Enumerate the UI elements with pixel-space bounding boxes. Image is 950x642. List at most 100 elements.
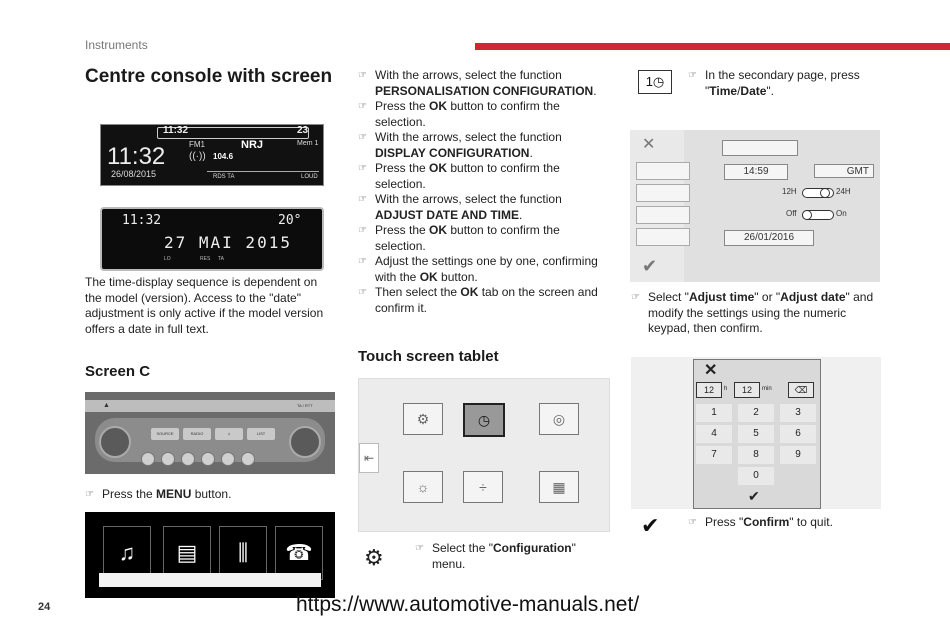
side-slot-2[interactable]: [636, 184, 690, 202]
radio-icon[interactable]: ▤: [163, 526, 211, 580]
confirm-check-icon[interactable]: ✔: [748, 488, 760, 504]
instruction-item: ☞Then select the OK tab on the screen an…: [358, 285, 598, 315]
hours-field[interactable]: 12: [696, 382, 722, 398]
off-label: Off: [786, 209, 797, 218]
station-name: NRJ: [241, 139, 264, 151]
pointer-icon: ☞: [415, 543, 424, 554]
footer-url[interactable]: https://www.automotive-manuals.net/: [296, 593, 640, 616]
source-button[interactable]: SOURCE: [151, 428, 179, 440]
key-1[interactable]: 1: [696, 404, 732, 422]
clock-time: 11:32: [107, 143, 166, 170]
key-7[interactable]: 7: [696, 446, 732, 464]
top-field[interactable]: [722, 140, 798, 156]
side-slot-4[interactable]: [636, 228, 690, 246]
res-label: RES: [200, 256, 211, 262]
preset-button-5[interactable]: [221, 452, 235, 466]
12h-label: 12H: [782, 187, 797, 196]
pointer-icon: ☞: [688, 70, 697, 81]
segment-temp: 20°: [278, 213, 302, 228]
status-time: 11:32: [163, 125, 189, 136]
calculator-icon[interactable]: ÷: [463, 471, 503, 503]
instruction-item: ☞Press the OK button to confirm the sele…: [358, 223, 560, 253]
pointer-icon: ☞: [631, 292, 640, 303]
time-date-icon: 1◷: [638, 70, 672, 94]
close-icon[interactable]: ✕: [704, 362, 718, 379]
timezone-field[interactable]: GMT: [814, 164, 874, 178]
preset-button-6[interactable]: [241, 452, 255, 466]
pointer-icon: ☞: [85, 489, 94, 500]
time-date-screen: ✕ ✔ 14:59 GMT 12H 24H Off On 26/01/2016: [630, 130, 880, 282]
key-6[interactable]: 6: [780, 425, 816, 443]
band-label: FM1: [189, 140, 205, 149]
hour-format-toggle[interactable]: [802, 188, 834, 198]
back-icon[interactable]: ⇤: [359, 443, 379, 473]
radio-button[interactable]: RADIO: [183, 428, 211, 440]
instruction-item: ☞With the arrows, select the function PE…: [358, 68, 597, 98]
on-label: On: [836, 209, 847, 218]
settings-sliders-icon[interactable]: ⫼: [219, 526, 267, 580]
numeric-keypad-screen: ✕ 12 h 12 min ⌫ 1 2 3 4 5 6 7 8 9 0 ✔: [631, 357, 881, 509]
loud-label: LOUD: [301, 174, 318, 180]
ta-label: TA: [218, 256, 225, 262]
time-display-note: The time-display sequence is dependent o…: [85, 275, 324, 336]
screen-c-heading: Screen C: [85, 363, 151, 380]
preset-button-3[interactable]: [181, 452, 195, 466]
key-5[interactable]: 5: [738, 425, 774, 443]
page-title: Centre console with screen: [85, 66, 333, 87]
keypad-frame: ✕ 12 h 12 min ⌫ 1 2 3 4 5 6 7 8 9 0 ✔: [693, 359, 821, 509]
media-icon[interactable]: ♫: [103, 526, 151, 580]
key-8[interactable]: 8: [738, 446, 774, 464]
side-slot-3[interactable]: [636, 206, 690, 224]
section-label: Instruments: [85, 38, 148, 52]
display-icon[interactable]: ☼: [403, 471, 443, 503]
ta-button[interactable]: TA / RTT: [297, 403, 313, 408]
preset-button-4[interactable]: [201, 452, 215, 466]
close-icon[interactable]: ✕: [642, 136, 656, 153]
volume-knob[interactable]: [99, 426, 131, 458]
pointer-icon: ☞: [358, 256, 367, 267]
instruction-item: ☞Press the OK button to confirm the sele…: [358, 99, 560, 129]
pointer-icon: ☞: [358, 101, 367, 112]
key-4[interactable]: 4: [696, 425, 732, 443]
time-field[interactable]: 14:59: [724, 164, 788, 180]
preset-button-1[interactable]: [141, 452, 155, 466]
radio-front-panel: ▲ TA / RTT SOURCE RADIO ♫ LIST: [85, 392, 335, 474]
hours-unit: h: [724, 386, 728, 392]
side-slot-1[interactable]: [636, 162, 690, 180]
frequency: 104.6: [213, 152, 234, 161]
language-icon[interactable]: ◎: [539, 403, 579, 435]
confirm-check-icon: ✔: [641, 513, 660, 538]
page-number: 24: [38, 601, 51, 613]
list-button[interactable]: LIST: [247, 428, 275, 440]
instruction-item: ☞Adjust the settings one by one, confirm…: [358, 254, 598, 284]
eject-icon[interactable]: ▲: [103, 402, 110, 409]
phone-icon[interactable]: ☎: [275, 526, 323, 580]
configuration-gear-icon: ⚙: [364, 545, 384, 570]
menu-text-bar: [99, 573, 321, 587]
key-9[interactable]: 9: [780, 446, 816, 464]
pointer-icon: ☞: [358, 70, 367, 81]
touch-screen-tablet: ⇤ ⚙ ◷ ◎ ☼ ÷ ▦: [358, 378, 610, 532]
configuration-instruction: ☞ Select the "Configuration" menu.: [415, 541, 576, 571]
time-date-icon[interactable]: ◷: [463, 403, 505, 437]
radio-display-1: 11:32 23 11:32 26/08/2015 FM1 ((·)) NRJ …: [100, 124, 324, 186]
segment-time: 11:32: [122, 213, 162, 228]
key-2[interactable]: 2: [738, 404, 774, 422]
settings-gear-icon[interactable]: ⚙: [403, 403, 443, 435]
adjust-instruction: ☞ Select "Adjust time" or "Adjust date" …: [631, 290, 874, 335]
key-0[interactable]: 0: [738, 467, 774, 485]
preset-button-2[interactable]: [161, 452, 175, 466]
check-icon[interactable]: ✔: [642, 256, 658, 276]
pointer-icon: ☞: [688, 517, 697, 528]
media-button[interactable]: ♫: [215, 428, 243, 440]
key-3[interactable]: 3: [780, 404, 816, 422]
status-temp: 23: [297, 125, 309, 136]
minutes-unit: min: [762, 386, 772, 392]
date-field[interactable]: 26/01/2016: [724, 230, 814, 246]
navigation-knob[interactable]: [289, 426, 321, 458]
instruction-item: ☞Press the OK button to confirm the sele…: [358, 161, 560, 191]
pointer-icon: ☞: [358, 132, 367, 143]
calendar-icon[interactable]: ▦: [539, 471, 579, 503]
minutes-field[interactable]: 12: [734, 382, 760, 398]
backspace-icon[interactable]: ⌫: [788, 382, 814, 398]
